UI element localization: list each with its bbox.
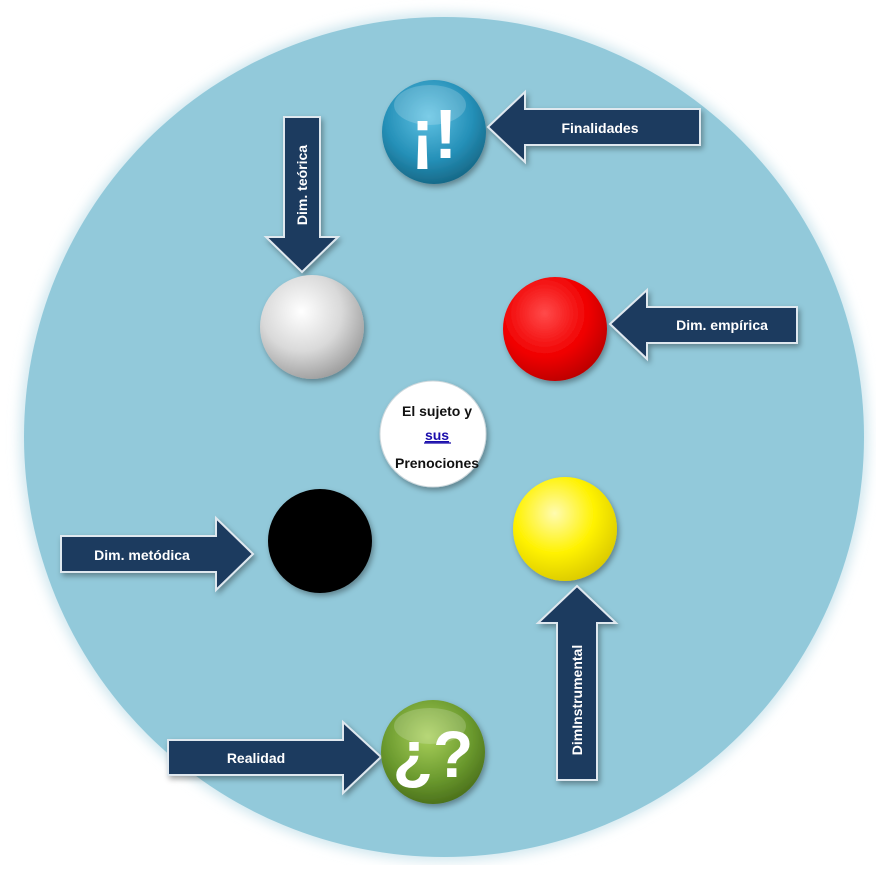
question-symbol: ¿? <box>393 717 474 791</box>
black-sphere <box>268 489 372 593</box>
center-line-1: El sujeto y <box>402 403 472 419</box>
empirica-arrow: Dim. empírica <box>608 287 798 362</box>
white-sphere <box>260 275 364 379</box>
question-icon: ¿? <box>381 700 485 804</box>
center-node: El sujeto y sus Prenociones <box>379 380 487 488</box>
center-line-3: Prenociones <box>395 455 479 471</box>
realidad-arrow: Realidad <box>167 719 383 796</box>
exclamation-symbol: ¡! <box>411 95 458 173</box>
metodica-arrow: Dim. metódica <box>60 515 255 593</box>
teorica-arrow: Dim. teórica <box>263 116 341 274</box>
realidad-label: Realidad <box>227 750 285 766</box>
center-link[interactable]: sus <box>425 427 449 443</box>
finalidades-label: Finalidades <box>561 120 638 136</box>
instrumental-arrow: DimInstrumental <box>535 584 619 781</box>
teorica-label: Dim. teórica <box>294 145 310 225</box>
metodica-label: Dim. metódica <box>94 547 190 563</box>
finalidades-arrow: Finalidades <box>486 89 701 165</box>
yellow-sphere <box>513 477 617 581</box>
red-sphere <box>503 277 607 381</box>
empirica-label: Dim. empírica <box>676 317 768 333</box>
exclamation-icon: ¡! <box>382 80 486 184</box>
instrumental-label: DimInstrumental <box>569 645 585 755</box>
